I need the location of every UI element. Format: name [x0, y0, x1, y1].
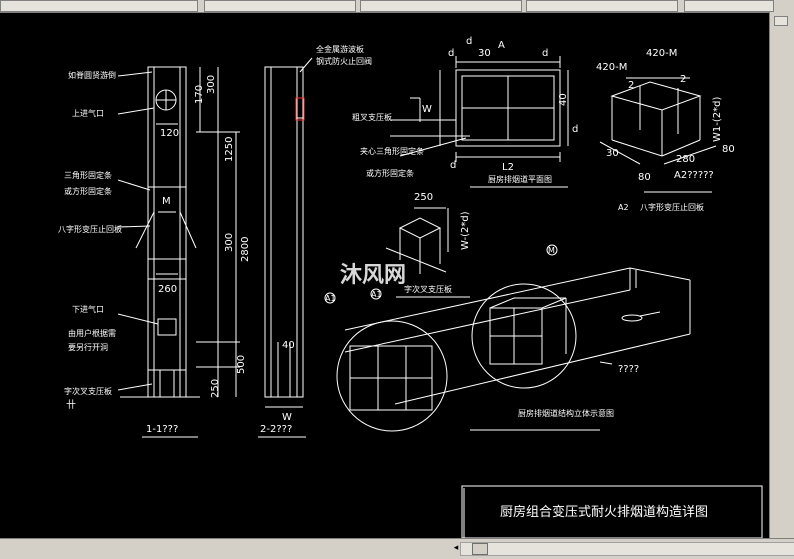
- dim-label: 2800: [240, 237, 251, 262]
- left-label-6: 下进气口: [72, 304, 104, 314]
- dim-label: 420-M: [646, 48, 677, 59]
- dim-label: 300: [206, 75, 217, 94]
- dim-label: 2: [628, 80, 634, 91]
- horizontal-scrollbar[interactable]: ◂: [0, 538, 794, 559]
- iso-small-note-mark: A2: [618, 203, 629, 212]
- title-block: [461, 485, 763, 538]
- dim-label: W-(2*d): [460, 211, 471, 250]
- left-label-1: 如脊圆贤游倒: [68, 70, 116, 80]
- iso-small-right: [599, 77, 717, 193]
- dim-label: 40: [558, 93, 569, 106]
- dim-label: W: [422, 104, 432, 115]
- dim-label: 80: [722, 144, 735, 155]
- iso-main-mark-2: A1: [371, 290, 382, 299]
- dim-label: 280: [676, 154, 695, 165]
- left-label-2: 上进气口: [72, 108, 104, 118]
- iso-main-caption: 厨房排烟道结构立体示意图: [518, 408, 614, 418]
- dim-label: 80: [638, 172, 651, 183]
- section-2-label: 2-2???: [260, 424, 292, 435]
- section-2-2: [258, 57, 313, 438]
- dim-label: d: [448, 48, 454, 59]
- dim-label: 250: [210, 379, 221, 398]
- iso-main-duct: [324, 244, 691, 432]
- dim-label: 170: [194, 85, 205, 104]
- left-label-4: 或方形固定条: [64, 186, 112, 196]
- dim-label: W: [282, 412, 292, 423]
- dim-label: M: [162, 196, 171, 207]
- iso-main-pointer: ????: [618, 364, 639, 375]
- dim-label: 120: [160, 128, 179, 139]
- panel-handle[interactable]: [774, 16, 788, 26]
- dim-label: L2: [502, 162, 514, 173]
- left-label-5: 八字形变压止回板: [58, 224, 122, 234]
- section2-top-label-2: 钢式防火止回阀: [316, 56, 372, 66]
- left-label-7: 由用户根据需: [68, 328, 116, 338]
- section-1-label: 1-1???: [146, 424, 178, 435]
- dim-label: d: [450, 160, 456, 171]
- plus-mark: 卄: [66, 399, 76, 411]
- cad-drawing: 如脊圆贤游倒 上进气口 三角形固定条 或方形固定条 八字形变压止回板 下进气口 …: [58, 36, 763, 538]
- plan-side-label-3: 或方形固定条: [366, 168, 414, 178]
- scroll-left-icon[interactable]: ◂: [453, 543, 459, 553]
- dim-label: d: [572, 124, 578, 135]
- scroll-thumb[interactable]: [472, 543, 488, 555]
- dim-label: 1250: [224, 137, 235, 162]
- plan-view: [390, 56, 569, 188]
- dim-label: W1-(2*d): [712, 97, 723, 142]
- right-side-panel: [769, 12, 794, 538]
- section2-top-label-1: 全金属游波板: [316, 44, 364, 54]
- iso-main-mark-1: A1: [325, 294, 336, 303]
- dim-label: d: [542, 48, 548, 59]
- toolbar-tab[interactable]: [526, 0, 678, 12]
- left-label-9: 字次叉支压板: [64, 386, 112, 396]
- toolbar-tab[interactable]: [0, 0, 198, 12]
- dim-label: 2: [680, 74, 686, 85]
- dim-label: 40: [282, 340, 295, 351]
- iso-small2-note: 字次叉支压板: [404, 284, 452, 294]
- dim-label: 30: [478, 48, 491, 59]
- plan-caption: 厨房排烟道平面图: [488, 174, 552, 184]
- plan-mark: A: [498, 40, 505, 51]
- iso-small-middle: [385, 207, 470, 298]
- dim-label: 260: [158, 284, 177, 295]
- toolbar-tab[interactable]: [204, 0, 356, 12]
- dim-label: 300: [224, 233, 235, 252]
- dim-label: 420-M: [596, 62, 627, 73]
- dim-label: 500: [236, 355, 247, 374]
- drawing-title: 厨房组合变压式耐火排烟道构造详图: [500, 504, 708, 520]
- iso-small-note: 八字形变压止回板: [640, 202, 704, 212]
- fire-damper-highlight: [295, 97, 305, 121]
- toolbar-tab[interactable]: [684, 0, 774, 12]
- left-label-3: 三角形固定条: [64, 170, 112, 180]
- top-toolbar: [0, 0, 794, 13]
- scroll-track[interactable]: [460, 542, 794, 556]
- plan-side-label-2: 夹心三角形固定条: [360, 146, 424, 156]
- watermark: 沐风网: [340, 263, 406, 288]
- left-label-8: 要另行开洞: [68, 342, 108, 352]
- iso-small-caption-dim: A2?????: [674, 170, 714, 181]
- dim-label: d: [466, 36, 472, 47]
- toolbar-tab[interactable]: [360, 0, 522, 12]
- iso-main-mark-3: M: [548, 246, 555, 255]
- section-1-1: [117, 66, 240, 438]
- dim-label: 250: [414, 192, 433, 203]
- plan-side-label-1: 粗叉支压板: [352, 112, 392, 122]
- dim-label: 30: [606, 148, 619, 159]
